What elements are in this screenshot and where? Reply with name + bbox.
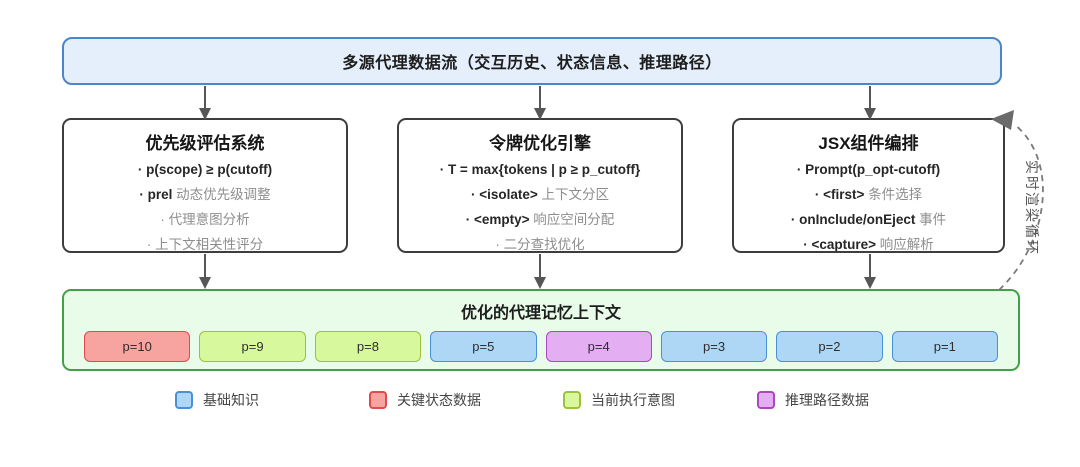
bullet-dot: · [790,212,800,227]
bullet-text: prel [147,187,177,202]
bullet-line: · T = max{tokens | p ≥ p_cutoff} [399,157,681,182]
bullet-dot: · [137,162,147,177]
bullet-text: p(scope) ≥ p(cutoff) [146,162,273,177]
realtime-render-loop-label: 实时渲染循环 [1024,160,1040,256]
bullet-dot: · [439,162,448,177]
bullet-text: 响应解析 [879,237,934,252]
bullet-dot: · [146,237,156,252]
priority-chip-p=1: p=1 [891,331,998,362]
jsx-orchestration-box: JSX组件编排 · Prompt(p_opt-cutoff)· <first> … [732,118,1005,253]
bullet-dot: · [160,212,169,227]
legend-swatch-base-icon [175,391,193,409]
bullet-line: · p(scope) ≥ p(cutoff) [64,157,346,182]
jsx-orchestration-bullets: · Prompt(p_opt-cutoff)· <first> 条件选择· on… [734,157,1003,252]
priority-chips-row: p=10 p=9 p=8 p=5 p=4 p=3 p=2 p=1 [64,323,1018,362]
optimized-memory-box: 优化的代理记忆上下文 p=10 p=9 p=8 p=5 p=4 p=3 p=2 p=1 [62,289,1020,371]
bullet-line: · <capture> 响应解析 [734,232,1003,252]
bullet-text: T = max{tokens | p ≥ p_cutoff} [447,162,641,177]
token-optimization-title: 令牌优化引擎 [489,134,591,153]
bullet-dot: · [814,187,824,202]
legend-label: 当前执行意图 [591,392,675,408]
bullet-dot: · [803,237,812,252]
source-dataflow-banner: 多源代理数据流（交互历史、状态信息、推理路径） [62,37,1002,85]
bullet-text: <empty> [473,212,534,227]
legend-label: 关键状态数据 [397,392,481,408]
bullet-text: 二分查找优化 [503,237,585,252]
bullet-line: · <isolate> 上下文分区 [399,182,681,207]
optimized-memory-title: 优化的代理记忆上下文 [460,305,621,322]
bullet-dot: · [495,237,504,252]
bullet-text: 上下文相关性评分 [155,237,264,252]
legend-item-critical: 关键状态数据 [369,390,563,410]
bullet-line: · Prompt(p_opt-cutoff) [734,157,1003,182]
legend-label: 推理路径数据 [785,392,869,408]
bullet-text: 动态优先级调整 [176,187,271,202]
bullet-dot: · [470,187,480,202]
priority-evaluation-box: 优先级评估系统 · p(scope) ≥ p(cutoff)· prel 动态优… [62,118,348,253]
priority-chip-p=3: p=3 [660,331,768,362]
legend-item-intent: 当前执行意图 [563,390,757,410]
legend: 基础知识 关键状态数据 当前执行意图 推理路径数据 [175,390,951,410]
bullet-line: · 上下文相关性评分 [64,232,346,252]
priority-chip-p=8: p=8 [314,331,422,362]
legend-swatch-intent-icon [563,391,581,409]
token-optimization-box: 令牌优化引擎 · T = max{tokens | p ≥ p_cutoff}·… [397,118,683,253]
bullet-text: 事件 [919,212,947,227]
bullet-dot: · [465,212,474,227]
bullet-line: · <empty> 响应空间分配 [399,207,681,232]
bullet-line: · 二分查找优化 [399,232,681,252]
bullet-dot: · [796,162,806,177]
bullet-text: 上下文分区 [541,187,610,202]
bullet-line: · <first> 条件选择 [734,182,1003,207]
legend-swatch-reasoning-icon [757,391,775,409]
bullet-text: 条件选择 [868,187,923,202]
bullet-text: <first> [823,187,869,202]
legend-item-reasoning: 推理路径数据 [757,390,951,410]
priority-evaluation-bullets: · p(scope) ≥ p(cutoff)· prel 动态优先级调整· 代理… [64,157,346,252]
bullet-text: 响应空间分配 [533,212,615,227]
bullet-text: Prompt(p_opt-cutoff) [805,162,941,177]
priority-chip-p=5: p=5 [430,331,537,362]
priority-chip-p=10: p=10 [84,331,191,362]
bullet-text: onInclude/onEject [799,212,920,227]
bullet-line: · onInclude/onEject 事件 [734,207,1003,232]
priority-chip-p=9: p=9 [199,331,306,362]
legend-item-base: 基础知识 [175,390,369,410]
bullet-line: · prel 动态优先级调整 [64,182,346,207]
priority-evaluation-title: 优先级评估系统 [145,134,265,153]
priority-chip-p=4: p=4 [545,331,652,362]
jsx-orchestration-title: JSX组件编排 [818,134,919,153]
priority-chip-p=2: p=2 [776,331,883,362]
legend-swatch-critical-icon [369,391,387,409]
legend-label: 基础知识 [203,392,259,408]
down-arrows-bottom [199,254,876,289]
source-dataflow-title: 多源代理数据流（交互历史、状态信息、推理路径） [342,55,722,72]
bullet-dot: · [139,187,148,202]
bullet-text: <isolate> [479,187,542,202]
bullet-line: · 代理意图分析 [64,207,346,232]
bullet-text: 代理意图分析 [168,212,250,227]
down-arrows-top [199,86,876,120]
bullet-text: <capture> [811,237,880,252]
token-optimization-bullets: · T = max{tokens | p ≥ p_cutoff}· <isola… [399,157,681,252]
